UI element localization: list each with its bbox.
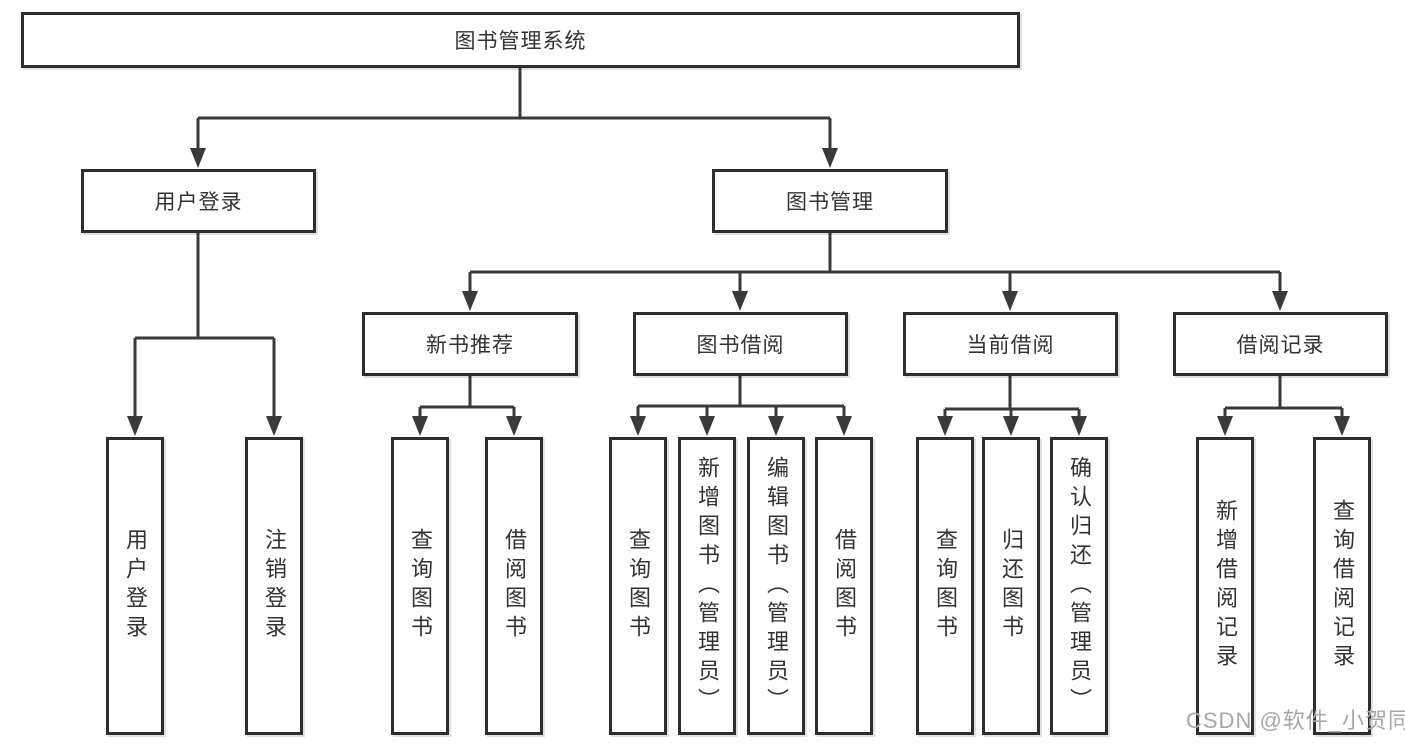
leaf-cb-confirm-return-label: 确认归还（管理员） — [1067, 455, 1092, 717]
leaf-logout: 注销登录 — [245, 437, 303, 735]
arrow-icon — [1071, 416, 1087, 436]
leaf-user-login: 用户登录 — [106, 437, 164, 735]
leaf-nb-borrow-books: 借阅图书 — [485, 437, 543, 735]
leaf-nb-query-books-label: 查询图书 — [408, 528, 433, 644]
node-book-management-label: 图书管理 — [786, 191, 874, 214]
leaf-bb-query-books-label: 查询图书 — [626, 528, 651, 644]
leaf-cb-query-books-label: 查询图书 — [933, 528, 958, 644]
leaf-bb-query-books: 查询图书 — [609, 437, 667, 735]
leaf-bb-edit-books: 编辑图书（管理员） — [747, 437, 805, 735]
arrow-icon — [1272, 291, 1288, 311]
leaf-bb-borrow-books-label: 借阅图书 — [832, 528, 857, 644]
node-root: 图书管理系统 — [21, 12, 1020, 68]
arrow-icon — [462, 291, 478, 311]
leaf-logout-label: 注销登录 — [262, 528, 287, 644]
leaf-cb-query-books: 查询图书 — [916, 437, 974, 735]
leaf-cb-confirm-return: 确认归还（管理员） — [1050, 437, 1108, 735]
arrow-icon — [506, 416, 522, 436]
arrow-icon — [630, 416, 646, 436]
arrow-icon — [1334, 416, 1350, 436]
node-current-borrow-label: 当前借阅 — [966, 334, 1055, 357]
arrow-icon — [822, 148, 838, 168]
arrow-icon — [127, 416, 143, 436]
arrow-icon — [937, 416, 953, 436]
node-user-login-label: 用户登录 — [154, 191, 243, 214]
leaf-cb-return-books: 归还图书 — [982, 437, 1040, 735]
arrow-icon — [190, 148, 206, 168]
arrow-icon — [732, 291, 748, 311]
leaf-br-query-record: 查询借阅记录 — [1313, 437, 1371, 735]
leaf-bb-edit-books-label: 编辑图书（管理员） — [764, 455, 789, 717]
leaf-br-query-record-label: 查询借阅记录 — [1330, 499, 1355, 673]
node-book-borrow-label: 图书借阅 — [696, 334, 785, 357]
arrowheads — [127, 148, 1350, 436]
arrow-icon — [699, 416, 715, 436]
node-new-book-recommend-label: 新书推荐 — [426, 334, 514, 357]
node-borrow-records: 借阅记录 — [1173, 312, 1388, 376]
node-user-login: 用户登录 — [81, 169, 316, 233]
arrow-icon — [1217, 416, 1233, 436]
leaf-bb-borrow-books: 借阅图书 — [815, 437, 873, 735]
tree-edges — [133, 68, 1344, 418]
leaf-bb-add-books-label: 新增图书（管理员） — [695, 455, 720, 717]
arrow-icon — [266, 416, 282, 436]
arrow-icon — [768, 416, 784, 436]
node-root-label: 图书管理系统 — [454, 30, 587, 53]
arrow-icon — [1002, 291, 1018, 311]
arrow-icon — [836, 416, 852, 436]
leaf-br-add-record: 新增借阅记录 — [1196, 437, 1254, 735]
node-book-borrow: 图书借阅 — [633, 312, 848, 376]
leaf-br-add-record-label: 新增借阅记录 — [1213, 499, 1238, 673]
leaf-nb-query-books: 查询图书 — [391, 437, 449, 735]
node-new-book-recommend: 新书推荐 — [362, 312, 578, 376]
node-book-management: 图书管理 — [712, 169, 948, 233]
csdn-watermark: CSDN @软件_小贺同学 — [1186, 708, 1405, 733]
leaf-user-login-label: 用户登录 — [123, 528, 148, 644]
leaf-cb-return-books-label: 归还图书 — [999, 528, 1024, 644]
arrow-icon — [412, 416, 428, 436]
arrow-icon — [1003, 416, 1019, 436]
node-current-borrow: 当前借阅 — [903, 312, 1118, 376]
node-borrow-records-label: 借阅记录 — [1236, 334, 1325, 357]
leaf-bb-add-books: 新增图书（管理员） — [678, 437, 736, 735]
leaf-nb-borrow-books-label: 借阅图书 — [502, 528, 527, 644]
